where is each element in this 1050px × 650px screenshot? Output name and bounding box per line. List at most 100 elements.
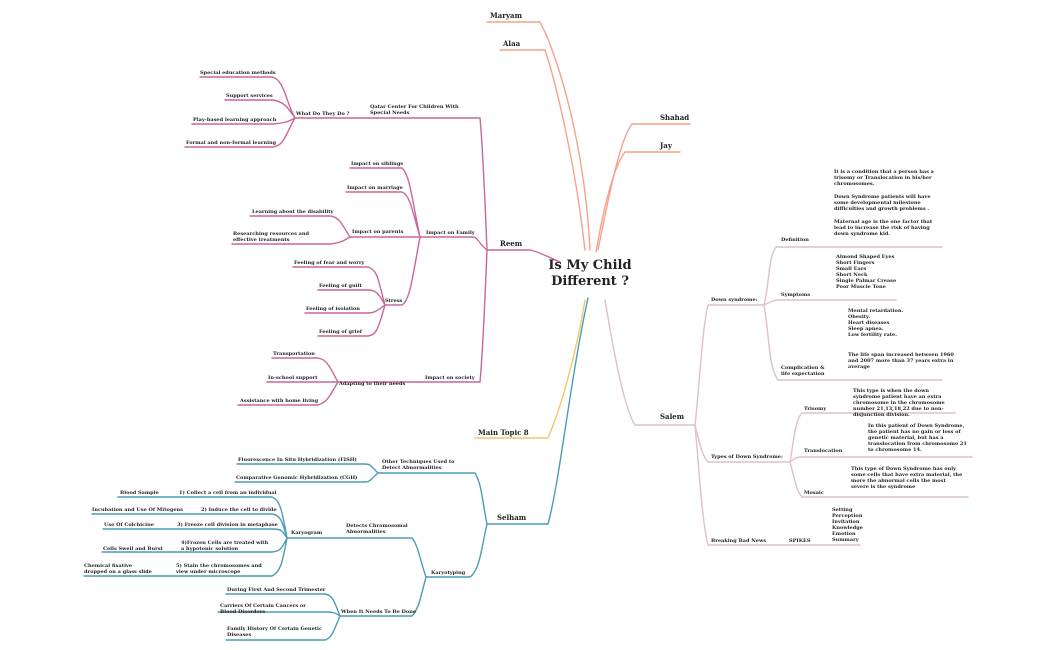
node-play-based[interactable]: Play-based learning approach [193,117,277,123]
node-adapting[interactable]: Adapting to their needs [339,381,406,387]
node-special-education[interactable]: Special education methods [200,70,276,76]
node-other-techniques[interactable]: Other Techniques Used to Detect Abnormal… [382,459,455,471]
node-step-4-detail[interactable]: Cells Swell and Burst [103,546,163,552]
central-topic-line1: Is My Child [548,258,632,273]
link-alaa [499,49,586,251]
node-translocation-desc[interactable]: In this patient of Down Syndrome, the pa… [868,423,967,453]
node-support-services[interactable]: Support services [226,93,273,99]
link-parents-items [231,215,351,245]
link-karyogram-steps [83,496,288,577]
node-step-3-detail[interactable]: Use Of Colchicine [104,522,154,528]
link-salem [604,299,696,426]
link-karyo-detects [286,537,427,578]
link-stress-items [292,266,386,337]
branch-jay[interactable]: Jay [660,141,672,150]
node-stress[interactable]: Stress [385,298,403,304]
node-down-syndrome[interactable]: Down syndrome: [711,297,758,303]
link-types-items [789,412,973,498]
node-qatar-center[interactable]: Qatar Center For Children With Special N… [370,104,459,116]
node-family-history[interactable]: Family History Of Certain Genetic Diseas… [227,626,323,638]
link-jay [595,151,681,253]
node-trisomy-desc[interactable]: This type is when the down syndrome pati… [853,388,945,418]
node-step-1-detail[interactable]: Blood Sample [120,490,159,496]
link-reem-society [337,249,488,383]
node-spikes[interactable]: SPIKES [789,538,811,544]
node-impact-society[interactable]: Impact on society [425,375,475,381]
node-first-trimester[interactable]: During First And Second Trimester [227,587,326,593]
node-home-living[interactable]: Assistance with home living [240,398,319,404]
node-formal-learning[interactable]: Formal and non-formal learning [186,140,277,146]
node-spikes-list[interactable]: Setting Perception Invitation Knowledge … [832,507,863,543]
link-main8 [474,299,586,439]
branch-maryam[interactable]: Maryam [490,11,522,20]
link-selham-other [377,472,488,525]
node-impact-family[interactable]: Impact on Family [426,230,475,236]
branch-shahad[interactable]: Shahad [660,113,690,122]
node-what-do-they-do[interactable]: What Do They Do ? [296,111,350,117]
node-step-5-detail[interactable]: Chemical fixative dropped on a glass sli… [84,563,152,575]
node-when-needed[interactable]: When It Needs To Be Done [341,609,417,615]
link-salem-badnews [694,424,861,546]
link-shahad [597,123,691,251]
node-complication-list[interactable]: Mental retardation. Obesity. Heart disea… [848,308,904,338]
branch-salem[interactable]: Salem [660,412,685,421]
node-bad-news[interactable]: Breaking Bad News [711,538,767,544]
node-trisomy[interactable]: Trisomy [804,406,827,412]
link-when-items [217,593,341,641]
node-detects[interactable]: Detects Chromosomal Abnormalities [346,523,408,535]
node-symptom-list[interactable]: Almond Shaped Eyes Short Fingers Small E… [836,254,897,290]
link-salem-types [694,424,791,463]
link-karyo-when [339,576,427,617]
node-mosaic-desc[interactable]: This type of Down Syndrome has only some… [851,466,963,490]
link-reem-qatar [367,117,488,251]
node-fear[interactable]: Feeling of fear and worry [294,260,365,266]
node-impact-marriage[interactable]: Impact on marriage [347,185,403,191]
link-whatdo-items [184,76,296,148]
link-maryam [486,21,591,251]
link-reem [486,249,561,263]
branch-selham[interactable]: Selham [497,513,527,522]
branch-reem[interactable]: Reem [500,239,523,248]
node-step-2-detail[interactable]: Incubation and Use Of Mitogens [92,507,183,513]
central-topic-line2: Different ? [551,274,629,289]
node-step-5[interactable]: 5) Stain the chromosomes and view under … [176,563,262,575]
node-guilt[interactable]: Feeling of guilt [319,283,362,289]
node-def-1[interactable]: It is a condition that a person has a tr… [834,169,934,187]
node-fish[interactable]: Fluorescence In Situ Hybridization (FISH… [238,457,357,463]
node-impact-siblings[interactable]: Impact on siblings [351,161,404,167]
link-selham [486,297,589,525]
node-impact-parents[interactable]: Impact on parents [352,229,404,235]
node-in-school[interactable]: In-school support [268,375,318,381]
node-translocation[interactable]: Translocation [804,448,843,454]
node-step-1[interactable]: 1) Collect a cell from an individual [179,490,277,496]
node-symptoms[interactable]: Symptoms [781,292,811,298]
node-transportation[interactable]: Transportation [273,351,315,357]
node-isolation[interactable]: Feeling of isolation [306,306,360,312]
node-karyogram[interactable]: Karyogram [291,530,323,536]
node-def-3[interactable]: Maternal age is the one factor that lead… [834,219,933,237]
link-down-items [763,246,943,381]
node-cgh[interactable]: Comparative Genomic Hybridization (CGH) [236,475,358,481]
node-def-2[interactable]: Down Syndrome patients will have some de… [834,194,931,212]
node-learning-disability[interactable]: Learning about the disability [252,209,334,215]
node-grief[interactable]: Feeling of grief [319,329,362,335]
central-topic[interactable]: Is My Child Different ? [535,258,645,290]
node-carriers[interactable]: Carriers Of Certain Cancers or Blood Dis… [220,603,306,615]
link-salem-down [694,304,765,426]
link-selham-karyo [425,523,488,578]
node-step-4[interactable]: 4)Frozen Cells are treated with a hypoto… [181,540,269,552]
node-researching[interactable]: Researching resources and effective trea… [233,231,310,243]
branch-main-topic-8[interactable]: Main Topic 8 [478,428,529,437]
node-definition[interactable]: Definition [781,237,809,243]
node-types-down[interactable]: Types of Down Syndrome: [711,454,783,460]
node-karyotyping[interactable]: Karyotyping [431,570,466,576]
node-complication[interactable]: Complication & life expectation [781,365,825,377]
node-mosaic[interactable]: Mosaic [804,490,824,496]
node-step-3[interactable]: 3) Freeze cell division in metaphase [177,522,278,528]
node-step-2[interactable]: 2) Induce the cell to divide [201,507,277,513]
branch-alaa[interactable]: Alaa [503,39,521,48]
link-adapting-items [237,357,339,406]
node-lifespan[interactable]: The life span increased between 1960 and… [848,352,954,370]
